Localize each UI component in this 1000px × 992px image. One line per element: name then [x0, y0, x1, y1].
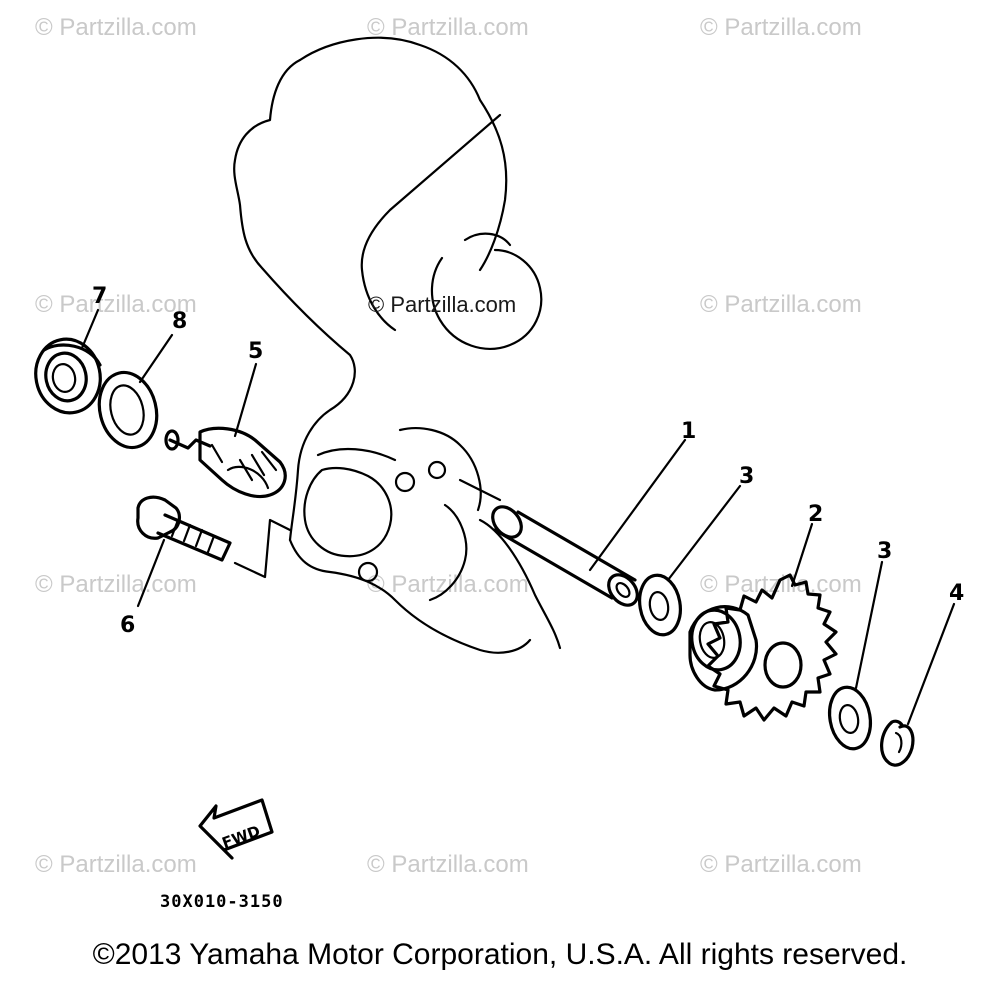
- engine-case-outline: [233, 36, 562, 654]
- leader-4: [906, 602, 956, 726]
- watermark: © Partzilla.com: [35, 291, 197, 318]
- part-3-washer-second: [827, 685, 873, 751]
- part-1-pin: [491, 505, 639, 607]
- leader-3a: [666, 484, 742, 582]
- part-6-bolt: [136, 495, 232, 562]
- part-8-washer: [97, 370, 159, 450]
- callout-6: 6: [120, 613, 135, 638]
- callout-2: 2: [808, 502, 823, 527]
- fwd-label: FWD: [220, 822, 263, 852]
- watermark: © Partzilla.com: [700, 291, 862, 318]
- watermark-layer: © Partzilla.com © Partzilla.com © Partzi…: [35, 14, 862, 878]
- part-4-circlip: [880, 719, 915, 767]
- watermark: © Partzilla.com: [367, 851, 529, 878]
- callout-labels: 7 8 5 6 1 3 2 3 4: [92, 284, 964, 638]
- part-5-shaft-gear: [164, 426, 287, 499]
- center-watermark: © Partzilla.com: [368, 292, 516, 317]
- callout-leaders: [80, 308, 956, 726]
- callout-5: 5: [248, 339, 263, 364]
- watermark: © Partzilla.com: [35, 571, 197, 598]
- callout-3b: 3: [877, 539, 892, 564]
- part-2-gear: [688, 573, 838, 722]
- copyright-caption: ©2013 Yamaha Motor Corporation, U.S.A. A…: [92, 938, 908, 971]
- callout-3a: 3: [739, 464, 754, 489]
- leader-3b: [854, 560, 884, 690]
- leader-2: [790, 522, 814, 588]
- watermark: © Partzilla.com: [35, 851, 197, 878]
- leader-1: [588, 438, 687, 572]
- leader-7: [80, 308, 100, 350]
- callout-7: 7: [92, 284, 107, 309]
- alignment-lines: [233, 518, 292, 579]
- fwd-arrow: FWD: [198, 798, 274, 860]
- callout-1: 1: [681, 419, 696, 444]
- watermark: © Partzilla.com: [367, 14, 529, 41]
- leader-8: [138, 333, 174, 384]
- callout-8: 8: [172, 309, 187, 334]
- watermark: © Partzilla.com: [35, 14, 197, 41]
- part-7-oil-seal: [34, 337, 102, 415]
- part-3-washer: [638, 573, 682, 637]
- leader-5: [233, 362, 258, 438]
- callout-4: 4: [949, 581, 964, 606]
- watermark: © Partzilla.com: [700, 851, 862, 878]
- watermark: © Partzilla.com: [367, 571, 529, 598]
- leader-6: [136, 538, 166, 608]
- watermark: © Partzilla.com: [700, 571, 862, 598]
- diagram-code: 30X010-3150: [160, 892, 284, 912]
- watermark: © Partzilla.com: [700, 14, 862, 41]
